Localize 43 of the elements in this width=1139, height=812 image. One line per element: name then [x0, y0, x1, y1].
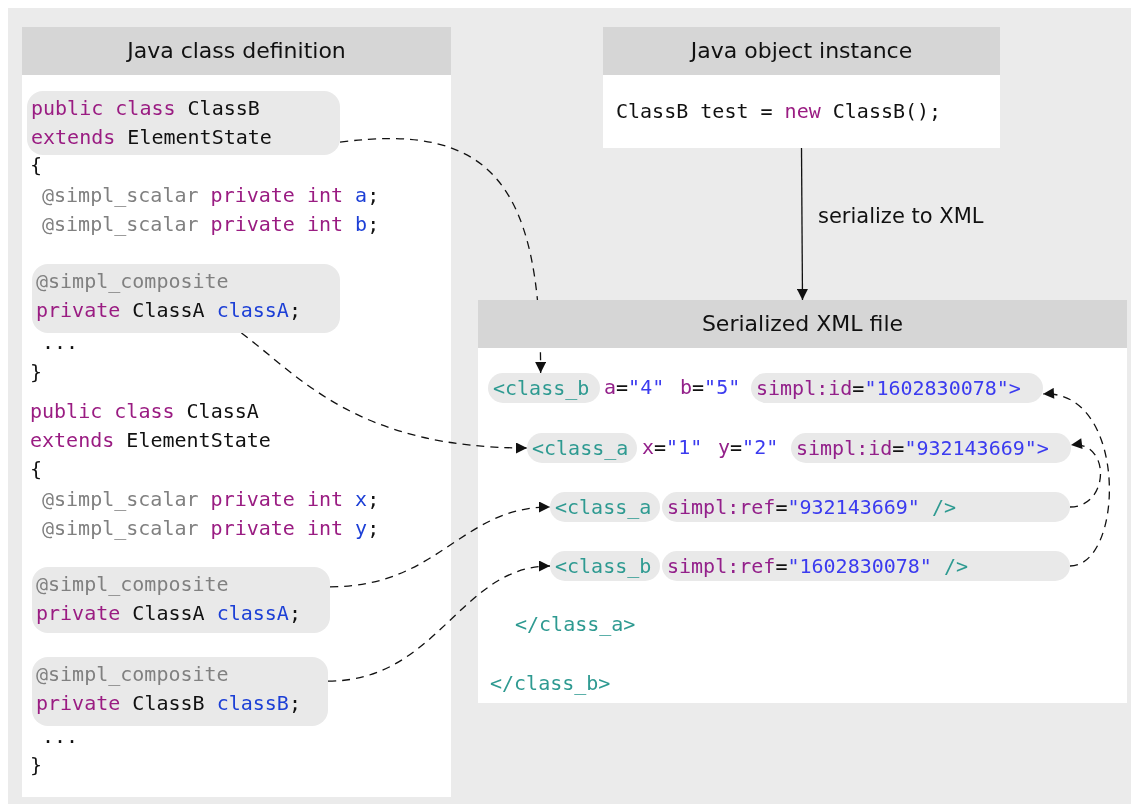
code-highlight: simpl:id="932143669">: [791, 433, 1071, 463]
code-line: @simpl_scalar private int a;: [42, 182, 380, 209]
code-line: y="2": [718, 434, 779, 461]
panel: [478, 300, 1127, 703]
code-line: x="1": [642, 434, 703, 461]
code-line: @simpl_scalar private int y;: [42, 515, 380, 542]
code-line: @simpl_scalar private int x;: [42, 486, 380, 513]
code-line: ClassB test = new ClassB();: [616, 98, 942, 125]
code-line: a="4": [604, 374, 665, 401]
panel-header: Serialized XML file: [478, 300, 1127, 348]
code-line: }: [30, 359, 43, 386]
dashed-arrow: [1042, 389, 1110, 567]
panel: [603, 27, 1000, 148]
code-highlight: @simpl_composite private ClassA classA;: [32, 567, 330, 633]
panel-header: Java object instance: [603, 27, 1000, 75]
code-line: </class_b>: [490, 670, 611, 697]
code-line: {: [30, 456, 43, 483]
code-highlight: simpl:ref="932143669" />: [662, 492, 1070, 522]
arrow: [796, 147, 808, 301]
code-line: @simpl_scalar private int b;: [42, 211, 380, 238]
code-highlight: <class_b: [550, 551, 660, 581]
code-line: </class_a>: [515, 611, 636, 638]
code-highlight: simpl:ref="1602830078" />: [662, 551, 1070, 581]
dashed-arrow: [329, 502, 551, 588]
code-highlight: simpl:id="1602830078">: [751, 373, 1043, 403]
panel: [22, 27, 451, 797]
dashed-arrow: [327, 561, 551, 682]
dashed-arrow: [339, 138, 546, 374]
code-highlight: @simpl_composite private ClassB classB;: [32, 657, 328, 726]
code-line: b="5": [680, 374, 741, 401]
code-highlight: <class_a: [527, 433, 637, 463]
code-line: public class ClassA: [30, 398, 259, 425]
dashed-arrow: [1069, 439, 1102, 508]
code-highlight: @simpl_composite private ClassA classA;: [32, 264, 340, 333]
code-line: }: [30, 752, 43, 779]
code-highlight: <class_b: [488, 373, 600, 403]
code-line: {: [30, 152, 43, 179]
code-line: ...: [42, 723, 79, 750]
panel-header: Java class definition: [22, 27, 451, 75]
code-highlight: public class ClassB extends ElementState: [27, 91, 340, 155]
code-line: extends ElementState: [30, 427, 271, 454]
dashed-arrow: [240, 332, 528, 454]
code-highlight: <class_a: [550, 492, 660, 522]
